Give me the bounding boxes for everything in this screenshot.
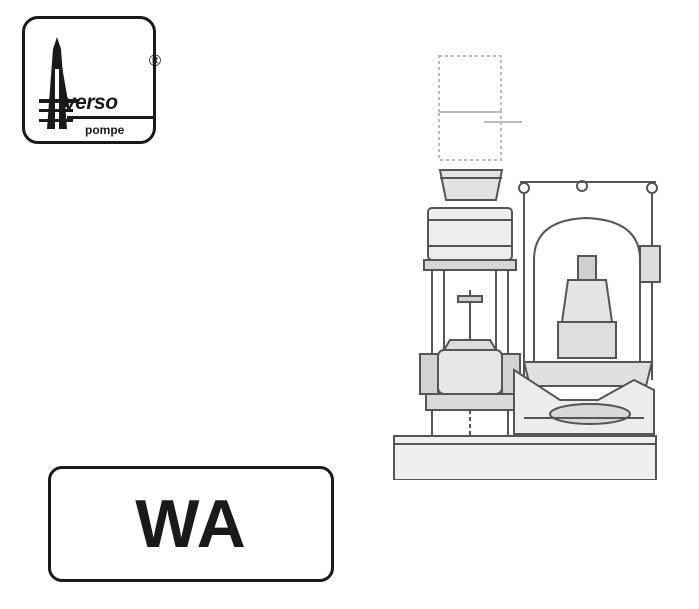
pump-assembly-icon	[393, 55, 661, 480]
brand-subtitle: pompe	[85, 123, 125, 137]
model-label: WA	[135, 486, 247, 562]
model-label-box: WA	[48, 466, 334, 582]
brand-name: verso	[64, 91, 118, 114]
registered-mark: ®	[147, 51, 163, 70]
tower-icon	[39, 37, 153, 129]
brand-logo: ®	[22, 16, 163, 144]
